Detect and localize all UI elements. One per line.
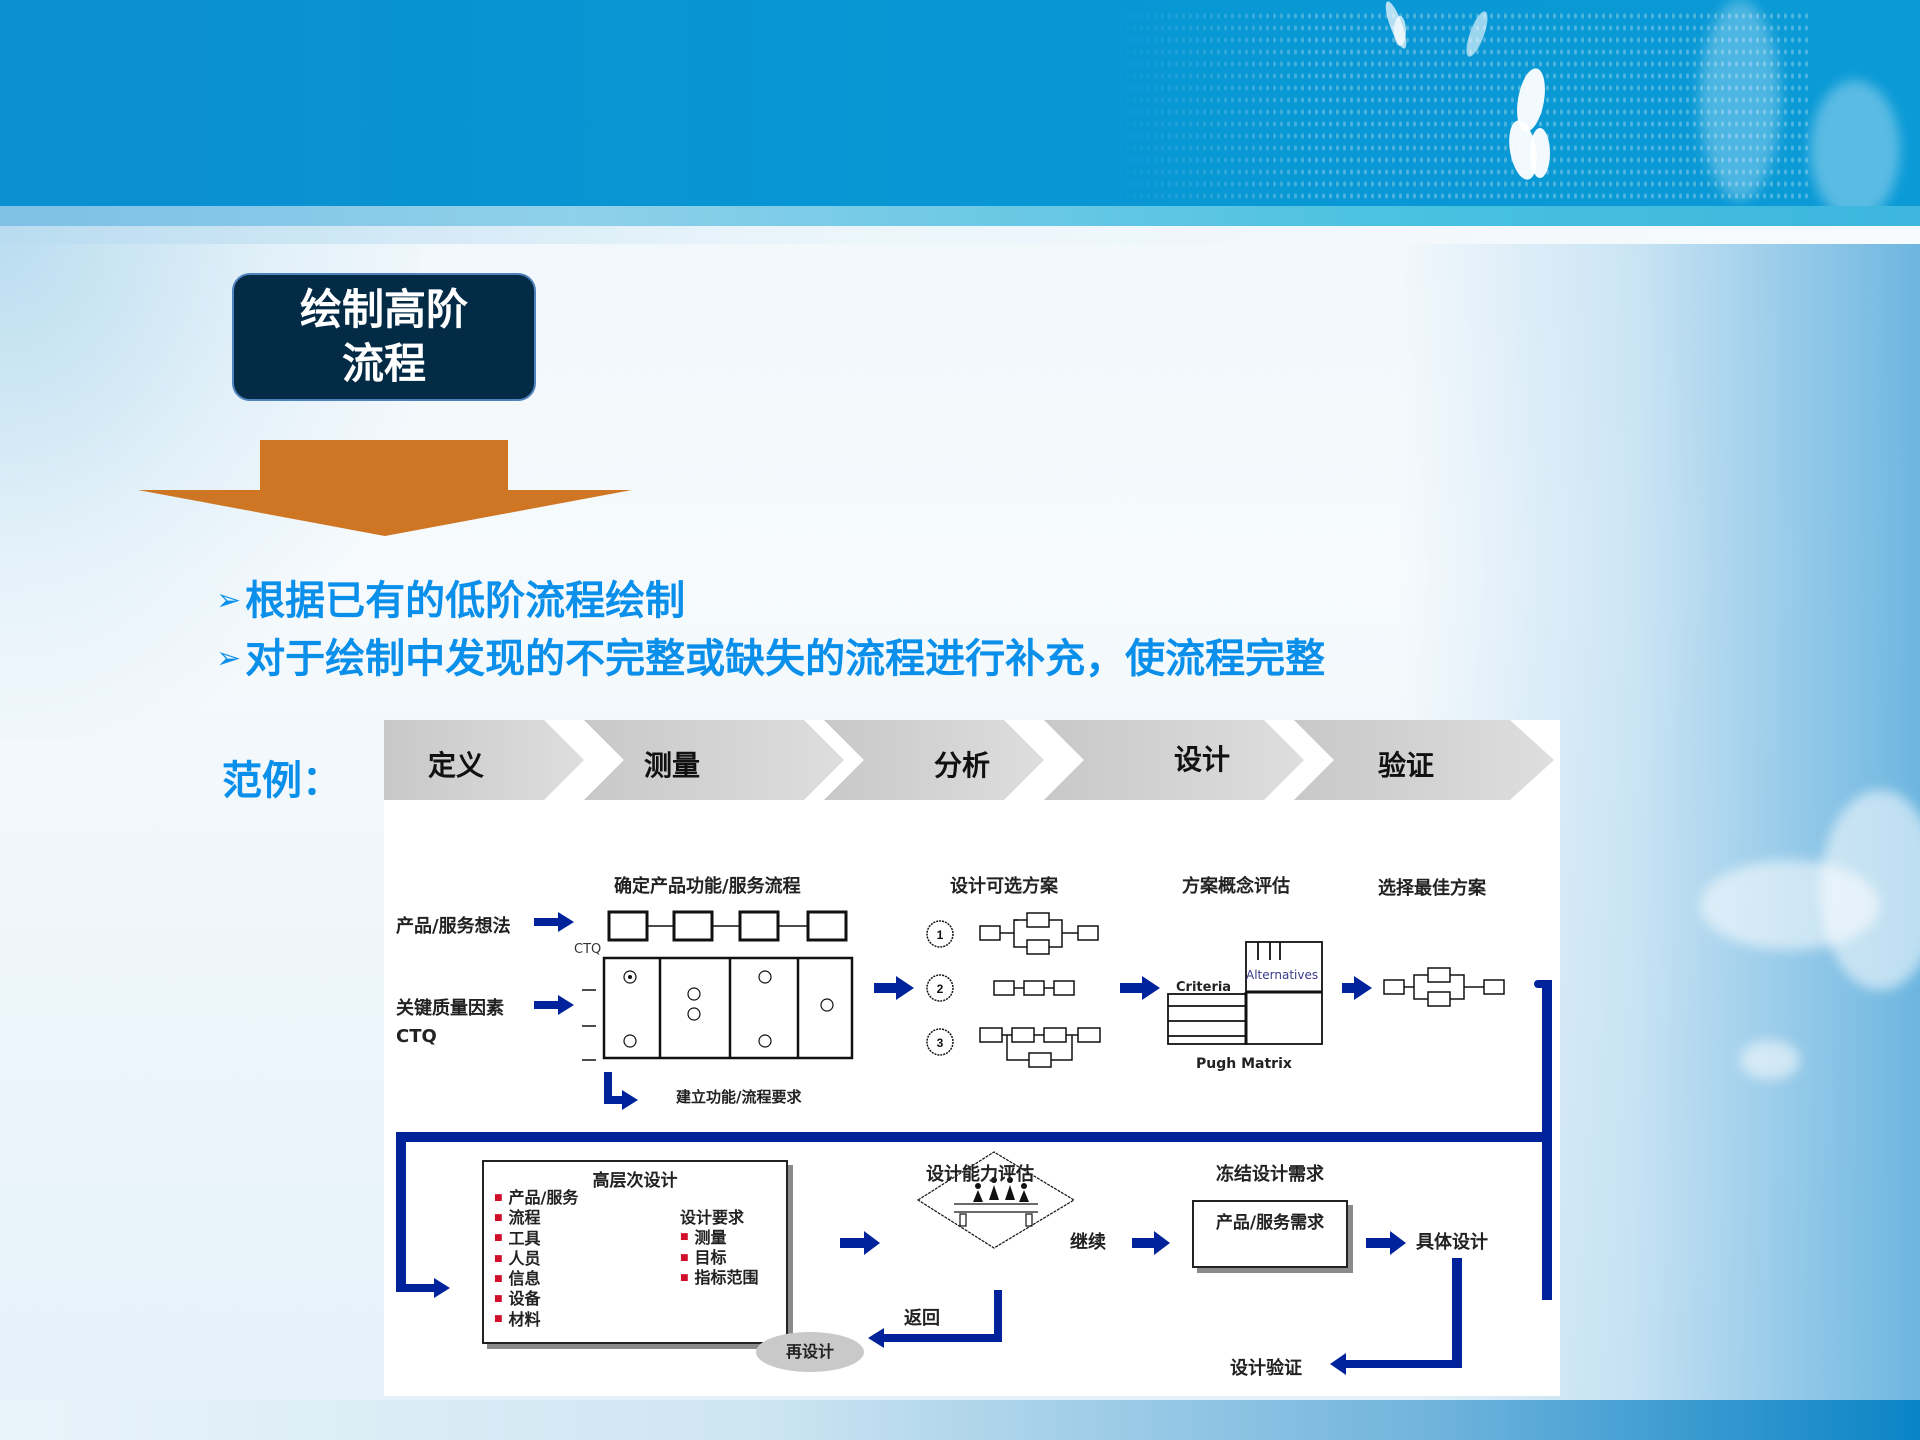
detail-design-label: 具体设计 <box>1416 1232 1488 1253</box>
list-item: 人员 <box>494 1249 578 1269</box>
header-dot-pattern <box>1110 10 1810 200</box>
list-item: 信息 <box>494 1269 578 1289</box>
input-product-idea: 产品/服务想法 <box>396 916 511 937</box>
freeze-title: 冻结设计需求 <box>1216 1164 1324 1185</box>
list-item: 产品/服务 <box>494 1188 579 1208</box>
bullet-item: ➢ 对于绘制中发现的不完整或缺失的流程进行补充，使流程完整 <box>216 630 1325 688</box>
stage1-title: 确定产品功能/服务流程 <box>614 876 801 897</box>
bullet-text: 根据已有的低阶流程绘制 <box>245 578 686 624</box>
footer-band <box>0 1400 1920 1440</box>
step-title-line1: 绘制高阶 <box>299 285 468 334</box>
arrowhead-bullet-icon: ➢ <box>216 641 242 676</box>
stage4-title: 选择最佳方案 <box>1378 878 1486 899</box>
design-verify-label: 设计验证 <box>1230 1358 1302 1379</box>
input-ctq: CTQ <box>396 1026 437 1047</box>
list-item: 指标范围 <box>680 1268 759 1288</box>
header-light-band <box>0 226 1920 244</box>
decorative-petal <box>1530 128 1550 178</box>
decorative-glow <box>1810 80 1900 220</box>
pugh-criteria-label: Criteria <box>1176 980 1232 995</box>
list-item: 目标 <box>680 1248 759 1268</box>
capability-title: 设计能力评估 <box>926 1164 1034 1185</box>
stage2-title: 设计可选方案 <box>950 876 1058 897</box>
stage3-title: 方案概念评估 <box>1182 876 1290 897</box>
phase-chevron-bar <box>384 720 1560 800</box>
phase-define: 定义 <box>428 749 485 782</box>
arrowhead-bullet-icon: ➢ <box>216 583 242 618</box>
freeze-requirements-box: 产品/服务需求 <box>1192 1200 1348 1268</box>
list-item: 流程 <box>494 1208 578 1228</box>
bullet-list: ➢ 根据已有的低阶流程绘制 ➢ 对于绘制中发现的不完整或缺失的流程进行补充，使流… <box>216 572 1325 688</box>
header-accent-band <box>0 206 1920 226</box>
decorative-petal <box>1394 16 1406 46</box>
list-item: 设备 <box>494 1289 578 1309</box>
design-requirements-title: 设计要求 <box>680 1208 745 1227</box>
background-blob <box>1740 1040 1800 1080</box>
list-item: 工具 <box>494 1229 578 1249</box>
example-label: 范例： <box>222 758 342 804</box>
pugh-alternatives-label: Alternatives <box>1246 968 1319 982</box>
continue-label: 继续 <box>1070 1232 1106 1253</box>
pugh-matrix-caption: Pugh Matrix <box>1196 1056 1292 1072</box>
high-level-items: 产品/服务 流程 工具 人员 信息 设备 材料 <box>494 1188 579 1330</box>
slide-header <box>0 0 1920 220</box>
bullet-item: ➢ 根据已有的低阶流程绘制 <box>216 572 1325 630</box>
option-2-number: 2 <box>937 982 944 996</box>
background-blob <box>1820 790 1920 990</box>
list-item: 材料 <box>494 1310 578 1330</box>
phase-analyze: 分析 <box>934 749 991 782</box>
down-arrow-icon <box>138 440 632 536</box>
list-item: 测量 <box>680 1228 759 1248</box>
option-1-number: 1 <box>937 928 944 942</box>
high-level-design-box: 高层次设计 产品/服务 流程 工具 人员 信息 设备 材料 设计要求 测量 目标… <box>482 1160 788 1344</box>
decorative-glow <box>1700 0 1780 200</box>
return-label: 返回 <box>904 1308 940 1329</box>
option-3-number: 3 <box>937 1036 944 1050</box>
step-title-box: 绘制高阶 流程 <box>232 273 536 401</box>
design-requirements: 设计要求 测量 目标 指标范围 <box>680 1208 759 1288</box>
redesign-cloud: 再设计 <box>756 1332 864 1372</box>
ctq-matrix-label: CTQ <box>574 942 602 957</box>
phase-verify: 验证 <box>1378 749 1435 782</box>
phase-design: 设计 <box>1174 743 1231 776</box>
process-diagram: 定义 测量 分析 设计 验证 <box>384 720 1560 1396</box>
bullet-text: 对于绘制中发现的不完整或缺失的流程进行补充，使流程完整 <box>245 636 1326 682</box>
high-level-design-title: 高层次设计 <box>592 1171 678 1191</box>
phase-measure: 测量 <box>644 749 701 782</box>
step-title-line2: 流程 <box>341 339 426 388</box>
output-requirements: 建立功能/流程要求 <box>676 1088 802 1106</box>
diagram-shapes: 1 2 3 <box>396 910 1552 1375</box>
input-critical-quality: 关键质量因素 <box>396 998 504 1019</box>
